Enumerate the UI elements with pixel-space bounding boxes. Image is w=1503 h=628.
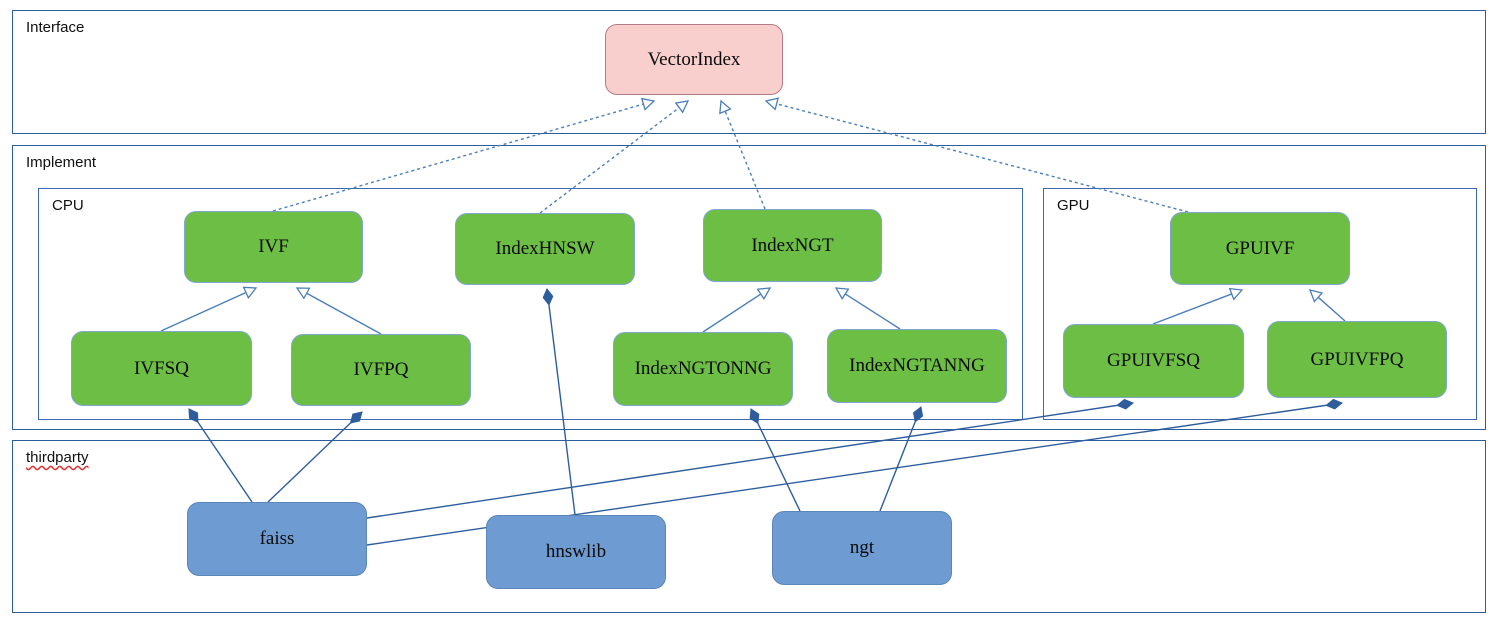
- class-node-ngt[interactable]: ngt: [772, 511, 952, 585]
- class-node-faiss[interactable]: faiss: [187, 502, 367, 576]
- package-gpu-label: GPU: [1057, 197, 1090, 214]
- class-node-indexngtanng[interactable]: IndexNGTANNG: [827, 329, 1007, 403]
- class-node-label: IndexNGTONNG: [634, 358, 772, 379]
- class-node-indexngtonng[interactable]: IndexNGTONNG: [613, 332, 793, 406]
- class-node-indexhnsw[interactable]: IndexHNSW: [455, 213, 635, 285]
- class-node-label: VectorIndex: [647, 48, 741, 70]
- class-node-label: IndexHNSW: [495, 238, 595, 259]
- class-node-label: ngt: [849, 537, 875, 558]
- package-interface-label: Interface: [26, 19, 85, 36]
- class-node-ivfsq[interactable]: IVFSQ: [71, 331, 252, 406]
- class-node-vectorindex[interactable]: VectorIndex: [605, 24, 783, 95]
- class-node-label: IVFPQ: [353, 359, 409, 380]
- class-node-indexngt[interactable]: IndexNGT: [703, 209, 882, 282]
- class-node-label: IVF: [258, 236, 289, 257]
- package-thirdparty-label: thirdparty: [26, 449, 89, 466]
- class-node-label: IndexNGT: [751, 234, 834, 256]
- class-node-label: faiss: [259, 528, 295, 549]
- class-node-gpuivfsq[interactable]: GPUIVFSQ: [1063, 324, 1244, 398]
- package-implement-label: Implement: [26, 154, 97, 171]
- class-node-label: GPUIVF: [1225, 237, 1295, 259]
- class-node-label: IVFSQ: [134, 357, 189, 379]
- package-cpu-label: CPU: [52, 197, 84, 214]
- class-node-gpuivf[interactable]: GPUIVF: [1170, 212, 1350, 285]
- class-node-label: GPUIVFPQ: [1310, 348, 1404, 370]
- class-node-ivf[interactable]: IVF: [184, 211, 363, 283]
- class-node-label: GPUIVFSQ: [1107, 350, 1200, 371]
- class-node-hnswlib[interactable]: hnswlib: [486, 515, 666, 589]
- class-node-label: IndexNGTANNG: [849, 355, 985, 376]
- class-node-gpuivfpq[interactable]: GPUIVFPQ: [1267, 321, 1447, 398]
- class-node-label: hnswlib: [545, 541, 607, 562]
- class-node-ivfpq[interactable]: IVFPQ: [291, 334, 471, 406]
